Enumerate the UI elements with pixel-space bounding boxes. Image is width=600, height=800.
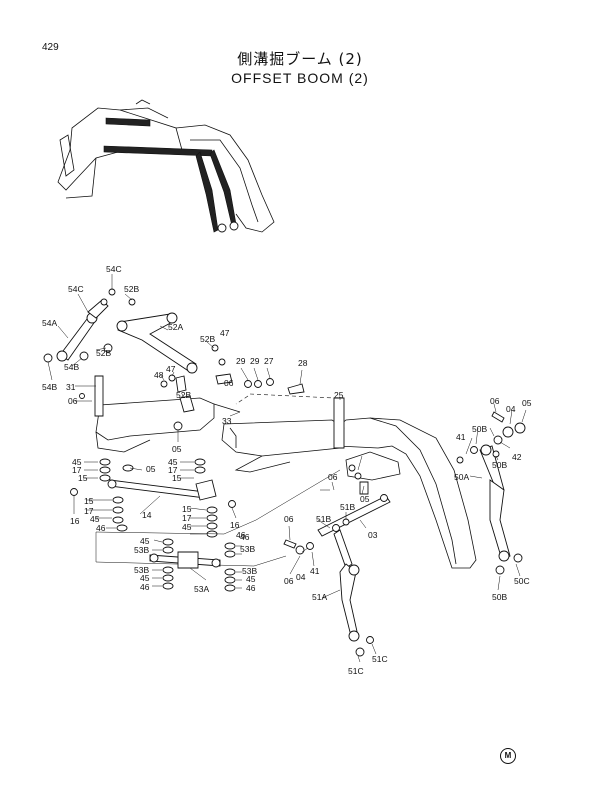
callout-label: 53B xyxy=(242,566,257,576)
callout-label: 54C xyxy=(106,264,122,274)
callout-label: 41 xyxy=(310,566,320,576)
offset-boom-body xyxy=(95,393,477,569)
center-rod-and-arm xyxy=(283,464,391,657)
callout-label: 50B xyxy=(472,424,487,434)
callout-label: 46 xyxy=(236,530,246,540)
overview-inset-drawing xyxy=(57,99,275,233)
callout-label: 53B xyxy=(134,565,149,575)
callout-label: 50B xyxy=(492,460,507,470)
upper-link-assembly xyxy=(43,288,345,449)
page-title-japanese: 側溝掘ブーム (2) xyxy=(237,50,363,68)
callout-label: 05 xyxy=(172,444,182,454)
callout-label: 29 xyxy=(250,356,260,366)
callout-label: 47 xyxy=(166,364,176,374)
callout-label: 46 xyxy=(240,532,250,542)
callout-label: 50A xyxy=(454,472,469,482)
callout-label: 45 xyxy=(140,573,150,583)
callout-label: 46 xyxy=(96,523,106,533)
callout-label: 04 xyxy=(506,404,516,414)
callout-label: 52B xyxy=(176,390,191,400)
callout-label: 48 xyxy=(154,370,164,380)
callout-label: 06 xyxy=(68,396,78,406)
callout-label: 51A xyxy=(312,592,327,602)
left-rod-assembly xyxy=(70,458,341,567)
callout-label: 25 xyxy=(334,390,344,400)
callout-label: 46 xyxy=(140,582,150,592)
page-number: 429 xyxy=(42,42,59,53)
callout-label: 06 xyxy=(284,576,294,586)
callout-label: 53B xyxy=(240,544,255,554)
callout-label: 29 xyxy=(236,356,246,366)
callout-label: 50C xyxy=(514,576,530,586)
callout-label: 54B xyxy=(42,382,57,392)
callout-label: 50B xyxy=(492,592,507,602)
callout-label: 05 xyxy=(522,398,532,408)
callout-label: 41 xyxy=(456,432,466,442)
callout-label: 06 xyxy=(224,378,234,388)
callout-label: 51C xyxy=(348,666,364,676)
lower-rod-assembly xyxy=(149,538,236,592)
callout-label: 16 xyxy=(70,516,80,526)
callout-label: 42 xyxy=(512,452,522,462)
callout-label: 45 xyxy=(72,457,82,467)
callout-label: 54B xyxy=(64,362,79,372)
callout-label: 17 xyxy=(182,513,192,523)
callout-label: 17 xyxy=(168,465,178,475)
callout-label: 05 xyxy=(146,464,156,474)
callout-label: 52A xyxy=(168,322,183,332)
callout-label: 28 xyxy=(298,358,308,368)
callout-label: 17 xyxy=(84,506,94,516)
callout-label: 45 xyxy=(168,457,178,467)
callout-label: 51C xyxy=(372,654,388,664)
manufacturer-mark: M xyxy=(500,748,516,764)
leader-lines xyxy=(47,274,527,663)
callout-label: 52B xyxy=(96,348,111,358)
callout-label: 03 xyxy=(368,530,378,540)
callout-label: 54C xyxy=(68,284,84,294)
callout-label: 45 xyxy=(182,522,192,532)
callout-label: 17 xyxy=(72,465,82,475)
callout-label: 15 xyxy=(78,473,88,483)
callout-label: 52B xyxy=(200,334,215,344)
callout-label: 05 xyxy=(360,494,370,504)
callout-label: 04 xyxy=(296,572,306,582)
callout-label: 52B xyxy=(124,284,139,294)
callout-label: 47 xyxy=(220,328,230,338)
callout-label: 45 xyxy=(140,536,150,546)
callout-label: 53A xyxy=(194,584,209,594)
callout-label: 15 xyxy=(172,473,182,483)
callout-label: 16 xyxy=(230,520,240,530)
callout-label: 46 xyxy=(246,583,256,593)
callout-label: 51B xyxy=(340,502,355,512)
callout-label: 54A xyxy=(42,318,57,328)
callout-label: 31 xyxy=(66,382,76,392)
callout-label: 27 xyxy=(264,356,274,366)
callout-label: 06 xyxy=(328,472,338,482)
callout-label: 14 xyxy=(142,510,152,520)
callout-label: 45 xyxy=(246,574,256,584)
callout-label: 15 xyxy=(182,504,192,514)
right-arm-assembly xyxy=(456,411,526,575)
part-callouts: 54C 54C 52B 54A 52A 52B 47 52B 54B 54B 2… xyxy=(42,264,532,676)
callout-label: 53B xyxy=(134,545,149,555)
callout-label: 33 xyxy=(222,416,232,426)
page-title-english: OFFSET BOOM (2) xyxy=(231,70,369,86)
callout-label: 15 xyxy=(84,496,94,506)
callout-label: 06 xyxy=(284,514,294,524)
callout-label: 06 xyxy=(490,396,500,406)
callout-label: 45 xyxy=(90,514,100,524)
callout-label: 51B xyxy=(316,514,331,524)
